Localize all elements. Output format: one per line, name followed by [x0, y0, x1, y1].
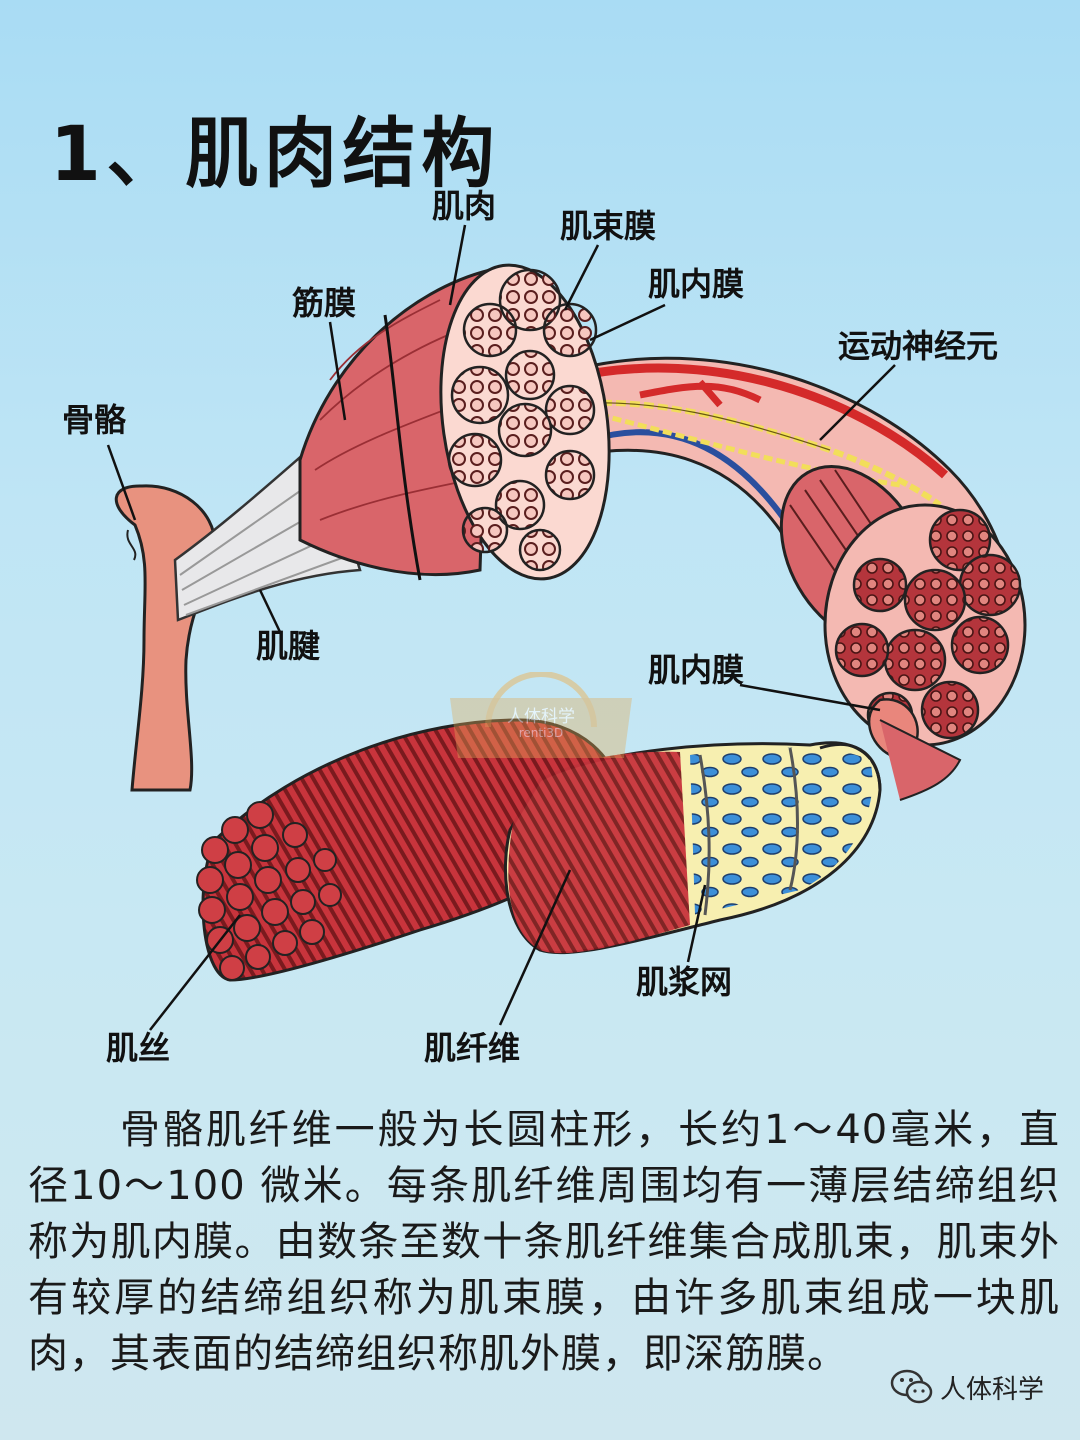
label-endomysium-top: 肌内膜	[648, 265, 745, 303]
label-sarcoplasmic-reticulum: 肌浆网	[636, 963, 733, 1001]
label-motor-neuron: 运动神经元	[838, 327, 999, 365]
footer-brand: 人体科学	[890, 1368, 1044, 1406]
watermark-name: 人体科学	[507, 707, 575, 727]
label-muscle: 肌肉	[432, 187, 497, 225]
page-title: 1、肌肉结构	[50, 109, 501, 198]
watermark-account: renti3D	[518, 726, 564, 740]
label-perimysium: 肌束膜	[560, 207, 657, 245]
fascicle-loop	[553, 356, 1027, 757]
leader-lines	[106, 224, 896, 1031]
muscle-cross-section	[439, 263, 611, 581]
label-endomysium-mid: 肌内膜	[648, 651, 745, 689]
label-fascia: 筋膜	[292, 284, 357, 322]
description-text: 骨骼肌纤维一般为长圆柱形，长约1～40毫米，直径10～100 微米。每条肌纤维周…	[28, 1107, 1060, 1377]
footer-brand-name: 人体科学	[940, 1374, 1045, 1405]
label-bone: 骨骼	[62, 401, 127, 439]
muscle-fiber-bundle	[196, 718, 622, 982]
label-muscle-fiber: 肌纤维	[424, 1029, 521, 1067]
wechat-icon	[890, 1369, 933, 1404]
myofibril-section	[504, 719, 962, 955]
bone-shape	[114, 484, 217, 792]
watermark-badge: 人体科学 renti3D	[448, 671, 634, 782]
label-myofilament: 肌丝	[106, 1029, 171, 1067]
label-tendon: 肌腱	[256, 627, 321, 665]
